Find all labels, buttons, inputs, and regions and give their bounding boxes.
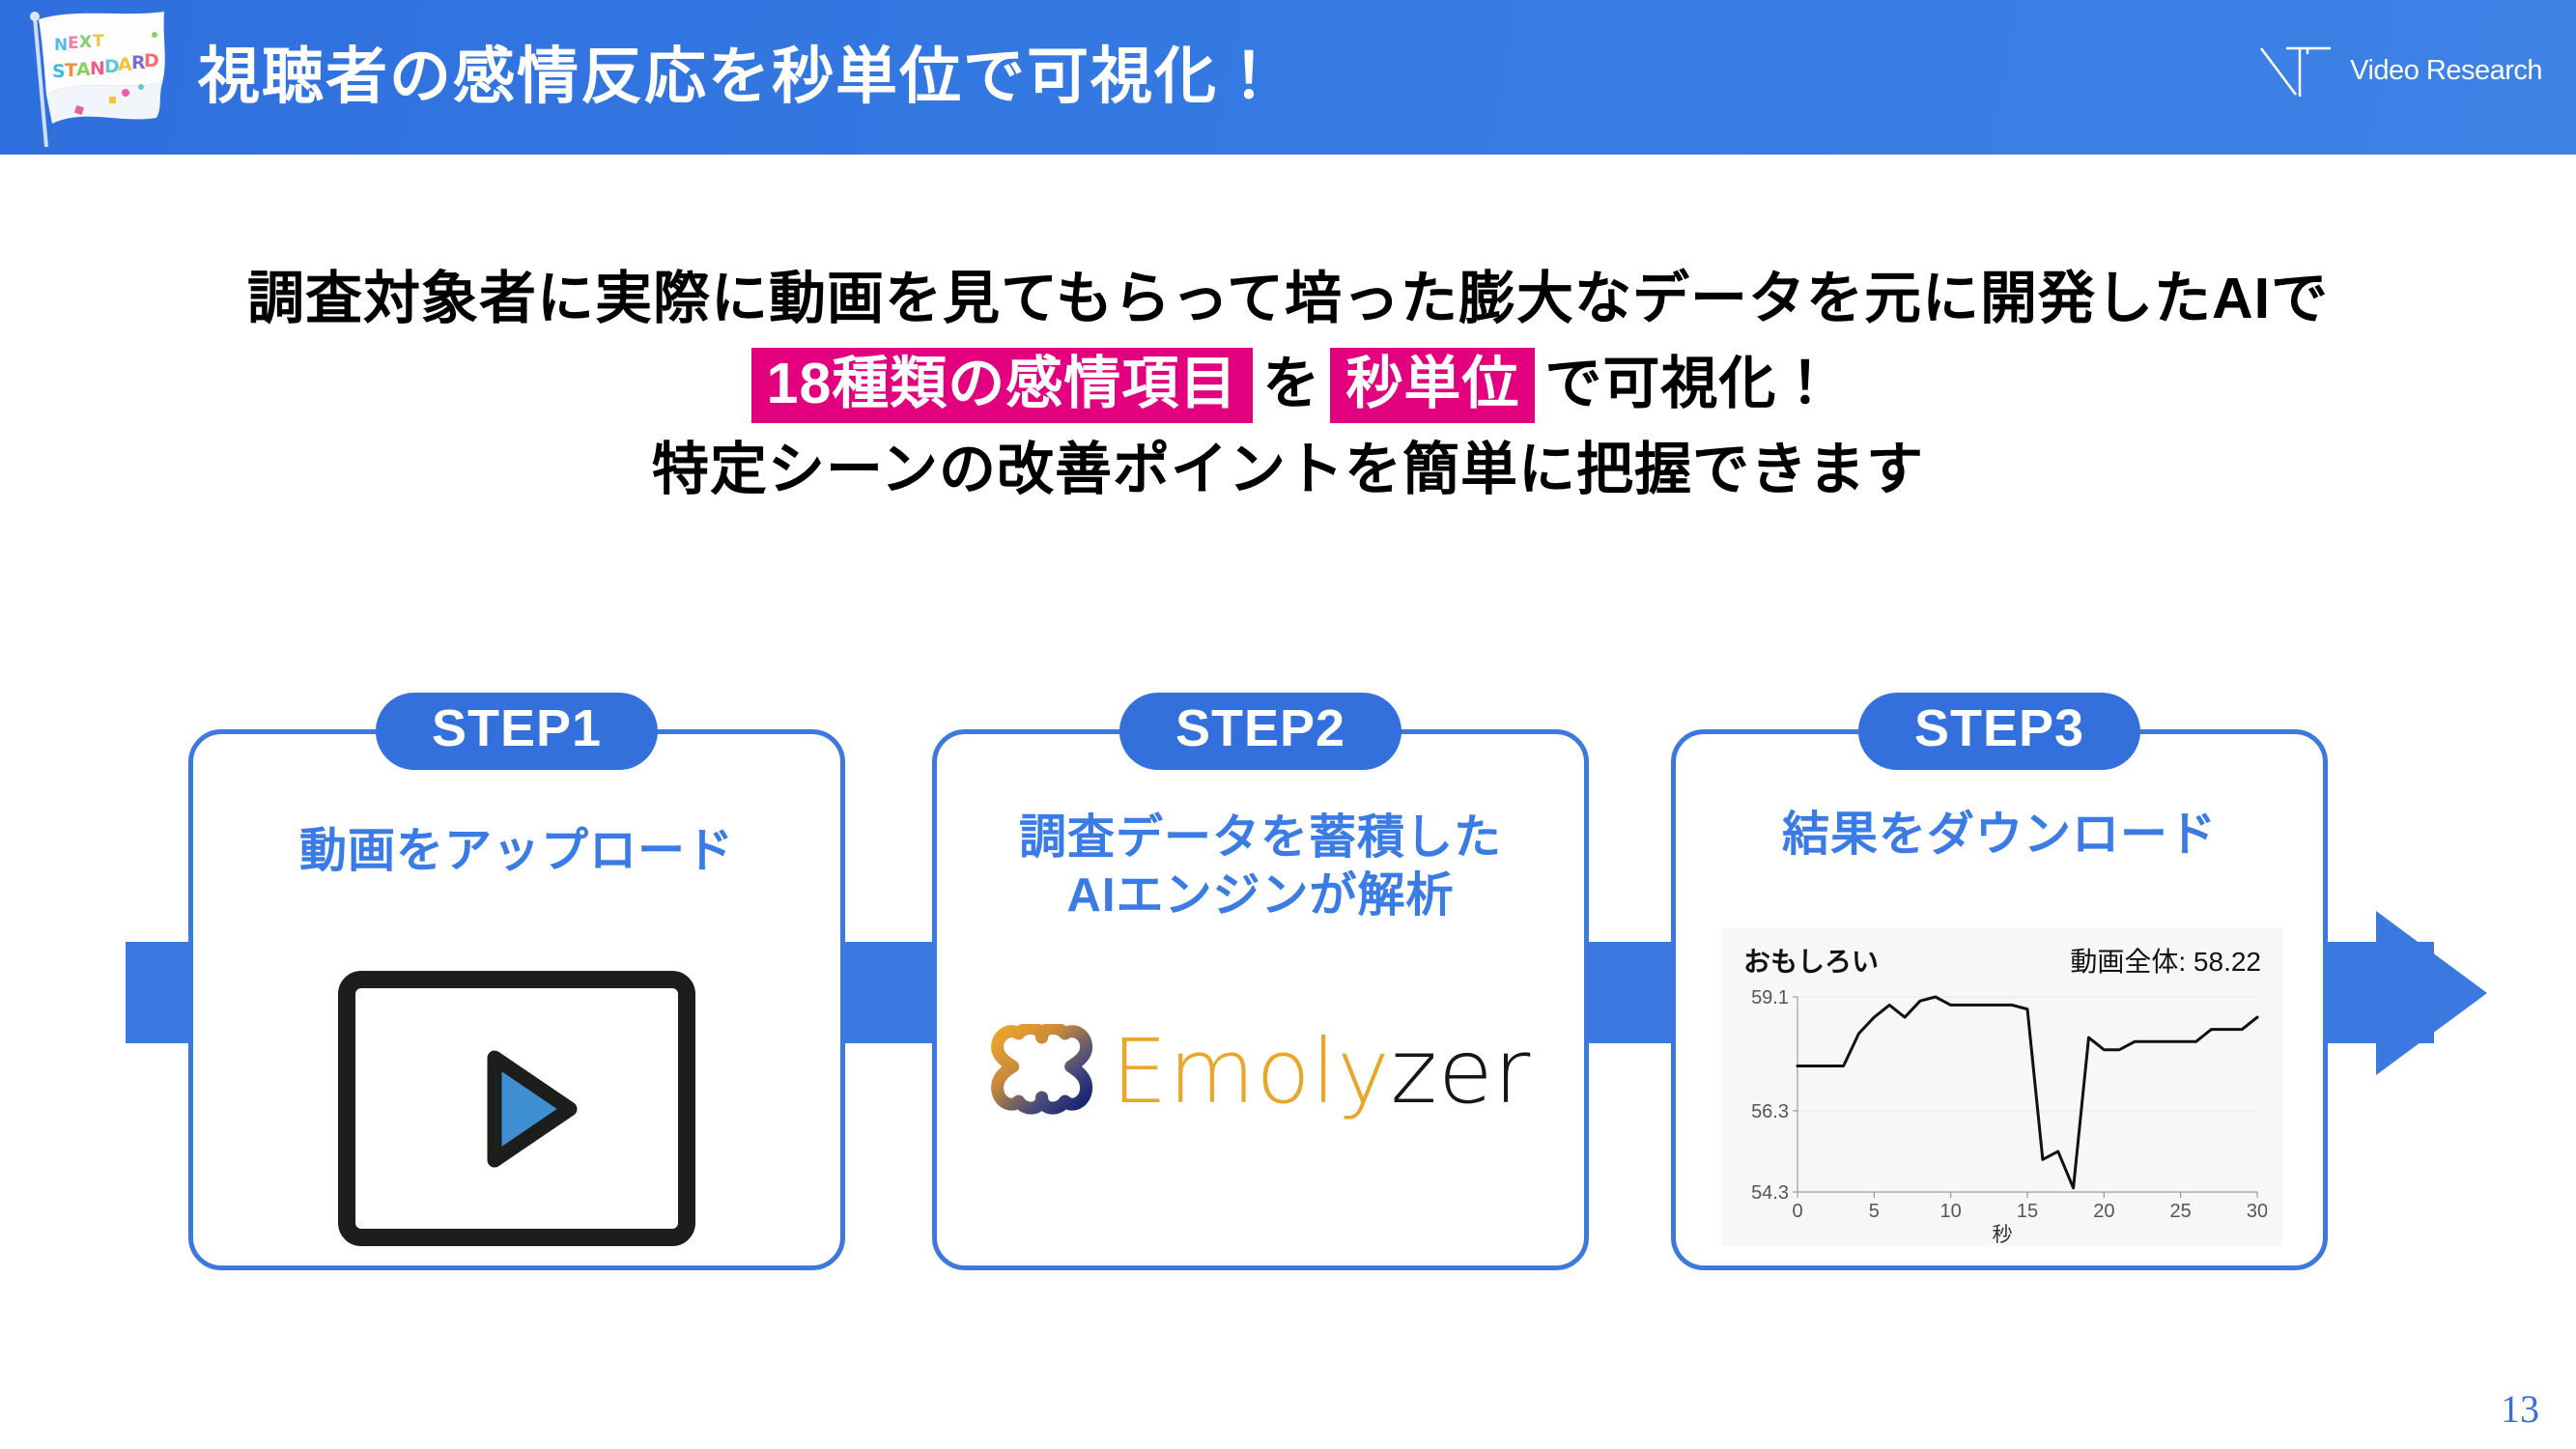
chart-x-axis-label: 秒 — [1992, 1224, 2013, 1246]
svg-text:20: 20 — [2093, 1201, 2114, 1222]
svg-text:D: D — [104, 56, 120, 77]
svg-text:0: 0 — [1792, 1201, 1802, 1222]
svg-text:R: R — [131, 52, 146, 73]
svg-text:E: E — [68, 34, 79, 53]
slide-header: N E X T S T A N D A R D 視聴者の感情反応 — [0, 0, 2576, 155]
emolyzer-logo: Emolyzer — [990, 1024, 1532, 1121]
vr-mark-icon — [2260, 46, 2332, 97]
highlight-emotion-count: 18種類の感情項目 — [750, 348, 1254, 424]
step-card-3[interactable]: STEP3 結果をダウンロード おもしろい 動画全体: 58.22 54.3 56… — [1671, 693, 2328, 1270]
flow-arrow-icon — [2376, 911, 2487, 1075]
chart-plot-area: 54.3 56.3 59.1 0 5 10 15 20 25 30 — [1738, 983, 2268, 1233]
chart-title: おもしろい — [1743, 947, 1880, 977]
svg-text:56.3: 56.3 — [1751, 1101, 1789, 1122]
highlight-per-second: 秒単位 — [1330, 348, 1536, 424]
video-play-icon — [487, 1050, 578, 1167]
emolyzer-word-part1: Emoly — [1111, 1020, 1391, 1123]
lead-line-3: 特定シーンの改善ポイントを簡単に把握できます — [651, 437, 1925, 501]
svg-text:S: S — [52, 61, 66, 82]
emolyzer-word-part2: zer — [1390, 1020, 1532, 1123]
svg-text:25: 25 — [2170, 1201, 2192, 1222]
svg-text:N: N — [90, 58, 105, 79]
svg-text:5: 5 — [1869, 1201, 1880, 1222]
step-title-2: 調査データを蓄積した AIエンジンが解析 — [1018, 811, 1502, 922]
page-title: 視聴者の感情反応を秒単位で可視化！ — [198, 42, 1282, 111]
svg-text:T: T — [65, 60, 77, 81]
step-badge-2: STEP2 — [1118, 693, 1402, 770]
next-standard-flag-logo: N E X T S T A N D A R D — [30, 12, 165, 148]
lead-line-1: 調査対象者に実際に動画を見てもらって培った膨大なデータを元に開発したAIで — [246, 267, 2330, 330]
video-research-logo: Video Research — [2257, 41, 2542, 100]
step-card-2[interactable]: STEP2 調査データを蓄積した AIエンジンが解析 Emolyzer — [932, 693, 1589, 1270]
emolyzer-mark-icon — [991, 1024, 1093, 1115]
chart-header: おもしろい 動画全体: 58.22 — [1738, 941, 2267, 983]
lead-tail: で可視化！ — [1544, 352, 1835, 416]
svg-text:A: A — [76, 59, 91, 80]
video-research-wordmark: Video Research — [2350, 54, 2542, 86]
video-frame-icon — [338, 971, 695, 1246]
lead-line-2: 18種類の感情項目を秒単位で可視化！ — [0, 346, 2576, 424]
emotion-chart-panel: おもしろい 動画全体: 58.22 54.3 56.3 59.1 0 5 10 15 20 25… — [1722, 927, 2282, 1246]
svg-text:T: T — [93, 32, 104, 51]
svg-text:15: 15 — [2017, 1201, 2038, 1222]
emotion-line-chart: 54.3 56.3 59.1 0 5 10 15 20 25 30 — [1751, 987, 2268, 1222]
svg-text:A: A — [118, 54, 132, 75]
svg-text:30: 30 — [2247, 1201, 2267, 1222]
step-title-3: 結果をダウンロード — [1781, 809, 2217, 861]
svg-text:54.3: 54.3 — [1751, 1182, 1789, 1204]
svg-text:X: X — [79, 33, 92, 52]
svg-text:59.1: 59.1 — [1751, 987, 1789, 1009]
svg-text:N: N — [54, 36, 68, 55]
step-title-1: 動画をアップロード — [298, 825, 734, 877]
page-number: 13 — [2501, 1387, 2539, 1431]
lead-connector-wo: を — [1262, 352, 1321, 416]
step-badge-1: STEP1 — [375, 693, 659, 770]
step-badge-3: STEP3 — [1857, 693, 2141, 770]
chart-overall-score: 動画全体: 58.22 — [2070, 947, 2261, 977]
emolyzer-wordmark: Emolyzer — [1112, 1028, 1532, 1117]
step-card-1[interactable]: STEP1 動画をアップロード — [188, 693, 845, 1270]
svg-text:D: D — [144, 50, 159, 71]
svg-text:10: 10 — [1940, 1201, 1962, 1222]
lead-text-block: 調査対象者に実際に動画を見てもらって培った膨大なデータを元に開発したAIで 18… — [0, 261, 2576, 517]
